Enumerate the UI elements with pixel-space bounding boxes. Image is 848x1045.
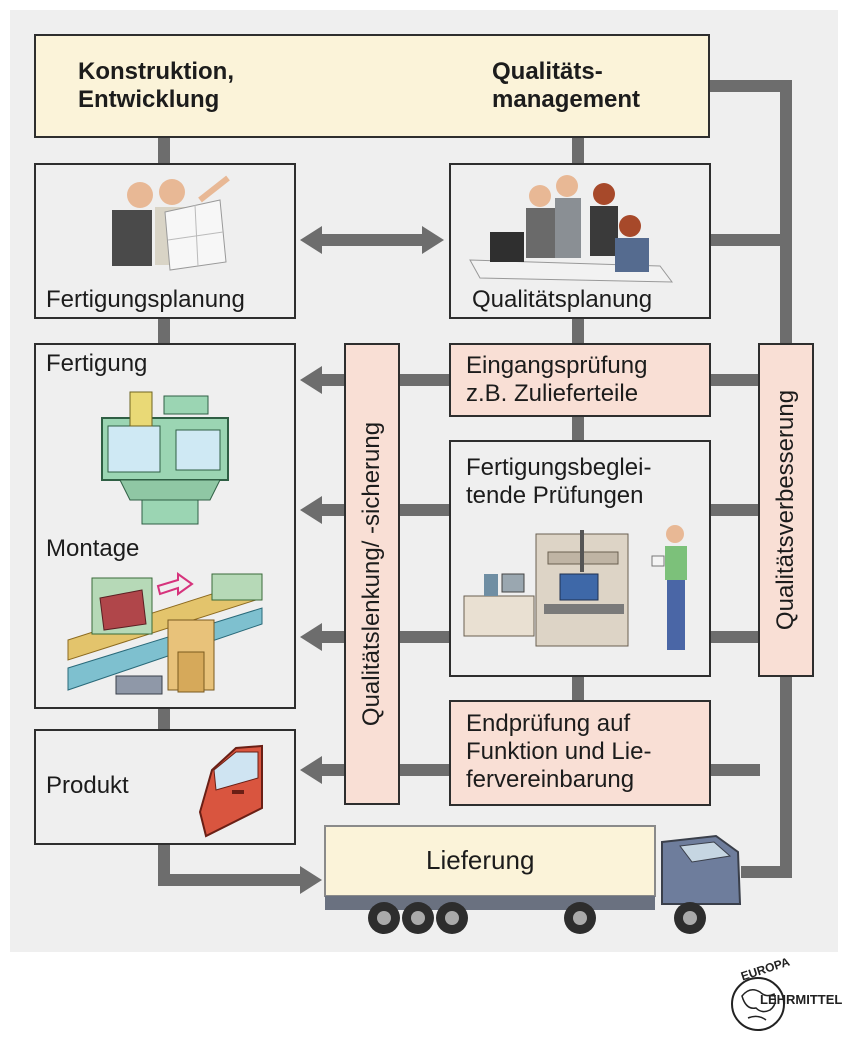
product-box	[34, 729, 296, 845]
quality-improvement-vertical-box	[758, 343, 814, 677]
quality-planning-label: Qualitätsplanung	[472, 286, 653, 313]
quality-control-label: Qualitätslenkung/ -sicherung	[358, 421, 385, 727]
arrowhead-right-qplanning	[422, 226, 444, 254]
product-label: Produkt	[46, 772, 129, 799]
planners-illustration	[112, 175, 230, 271]
team-meeting-illustration	[469, 175, 674, 283]
final-inspection-line2: Funktion und Lie-	[466, 738, 652, 765]
header-right-line2: management	[492, 86, 641, 113]
double-arrow-shaft	[320, 234, 424, 246]
arrowhead-product	[300, 756, 322, 784]
arrowheads	[300, 226, 444, 894]
in-process-inspection-line1: Fertigungsbeglei-	[466, 454, 652, 481]
incoming-inspection-box	[449, 343, 711, 417]
arrowhead-delivery	[300, 866, 322, 894]
arrowhead-left-planning	[300, 226, 322, 254]
arrowhead-production-1	[300, 366, 322, 394]
europa-lehrmittel-logo-globe	[731, 977, 785, 1031]
delivery-truck-illustration	[324, 825, 742, 934]
quality-control-vertical-box	[344, 343, 400, 805]
milling-machine-illustration	[101, 391, 229, 525]
measuring-machine-illustration	[463, 525, 687, 650]
car-door-illustration	[198, 744, 263, 838]
in-process-inspection-box	[449, 440, 711, 677]
in-process-inspection-line2: tende Prüfungen	[466, 482, 644, 509]
header-right-line1: Qualitäts-	[492, 58, 603, 85]
incoming-inspection-line1: Eingangsprüfung	[466, 352, 648, 379]
quality-planning-box	[449, 163, 711, 319]
delivery-label: Lieferung	[426, 845, 535, 875]
assembly-label: Montage	[46, 535, 140, 562]
header-design-quality-box	[34, 34, 710, 138]
quality-improvement-label: Qualitätsverbesserung	[772, 389, 799, 631]
header-left-line1: Konstruktion,	[78, 58, 234, 85]
production-assembly-box	[34, 343, 296, 709]
connector-product-to-delivery	[158, 845, 310, 886]
logo-side-text: LEHRMITTEL	[760, 992, 843, 1007]
production-planning-box	[34, 163, 296, 319]
final-inspection-line1: Endprüfung auf	[466, 710, 631, 737]
production-planning-label: Fertigungsplanung	[46, 286, 245, 313]
arrowhead-production-2	[300, 496, 322, 524]
final-inspection-box	[449, 700, 711, 806]
final-inspection-line3: fervereinbarung	[466, 766, 635, 793]
assembly-line-illustration	[67, 572, 263, 695]
production-label: Fertigung	[46, 350, 148, 377]
incoming-inspection-line2: z.B. Zulieferteile	[466, 380, 639, 407]
header-left-line2: Entwicklung	[78, 86, 220, 113]
arrowhead-production-3	[300, 623, 322, 651]
